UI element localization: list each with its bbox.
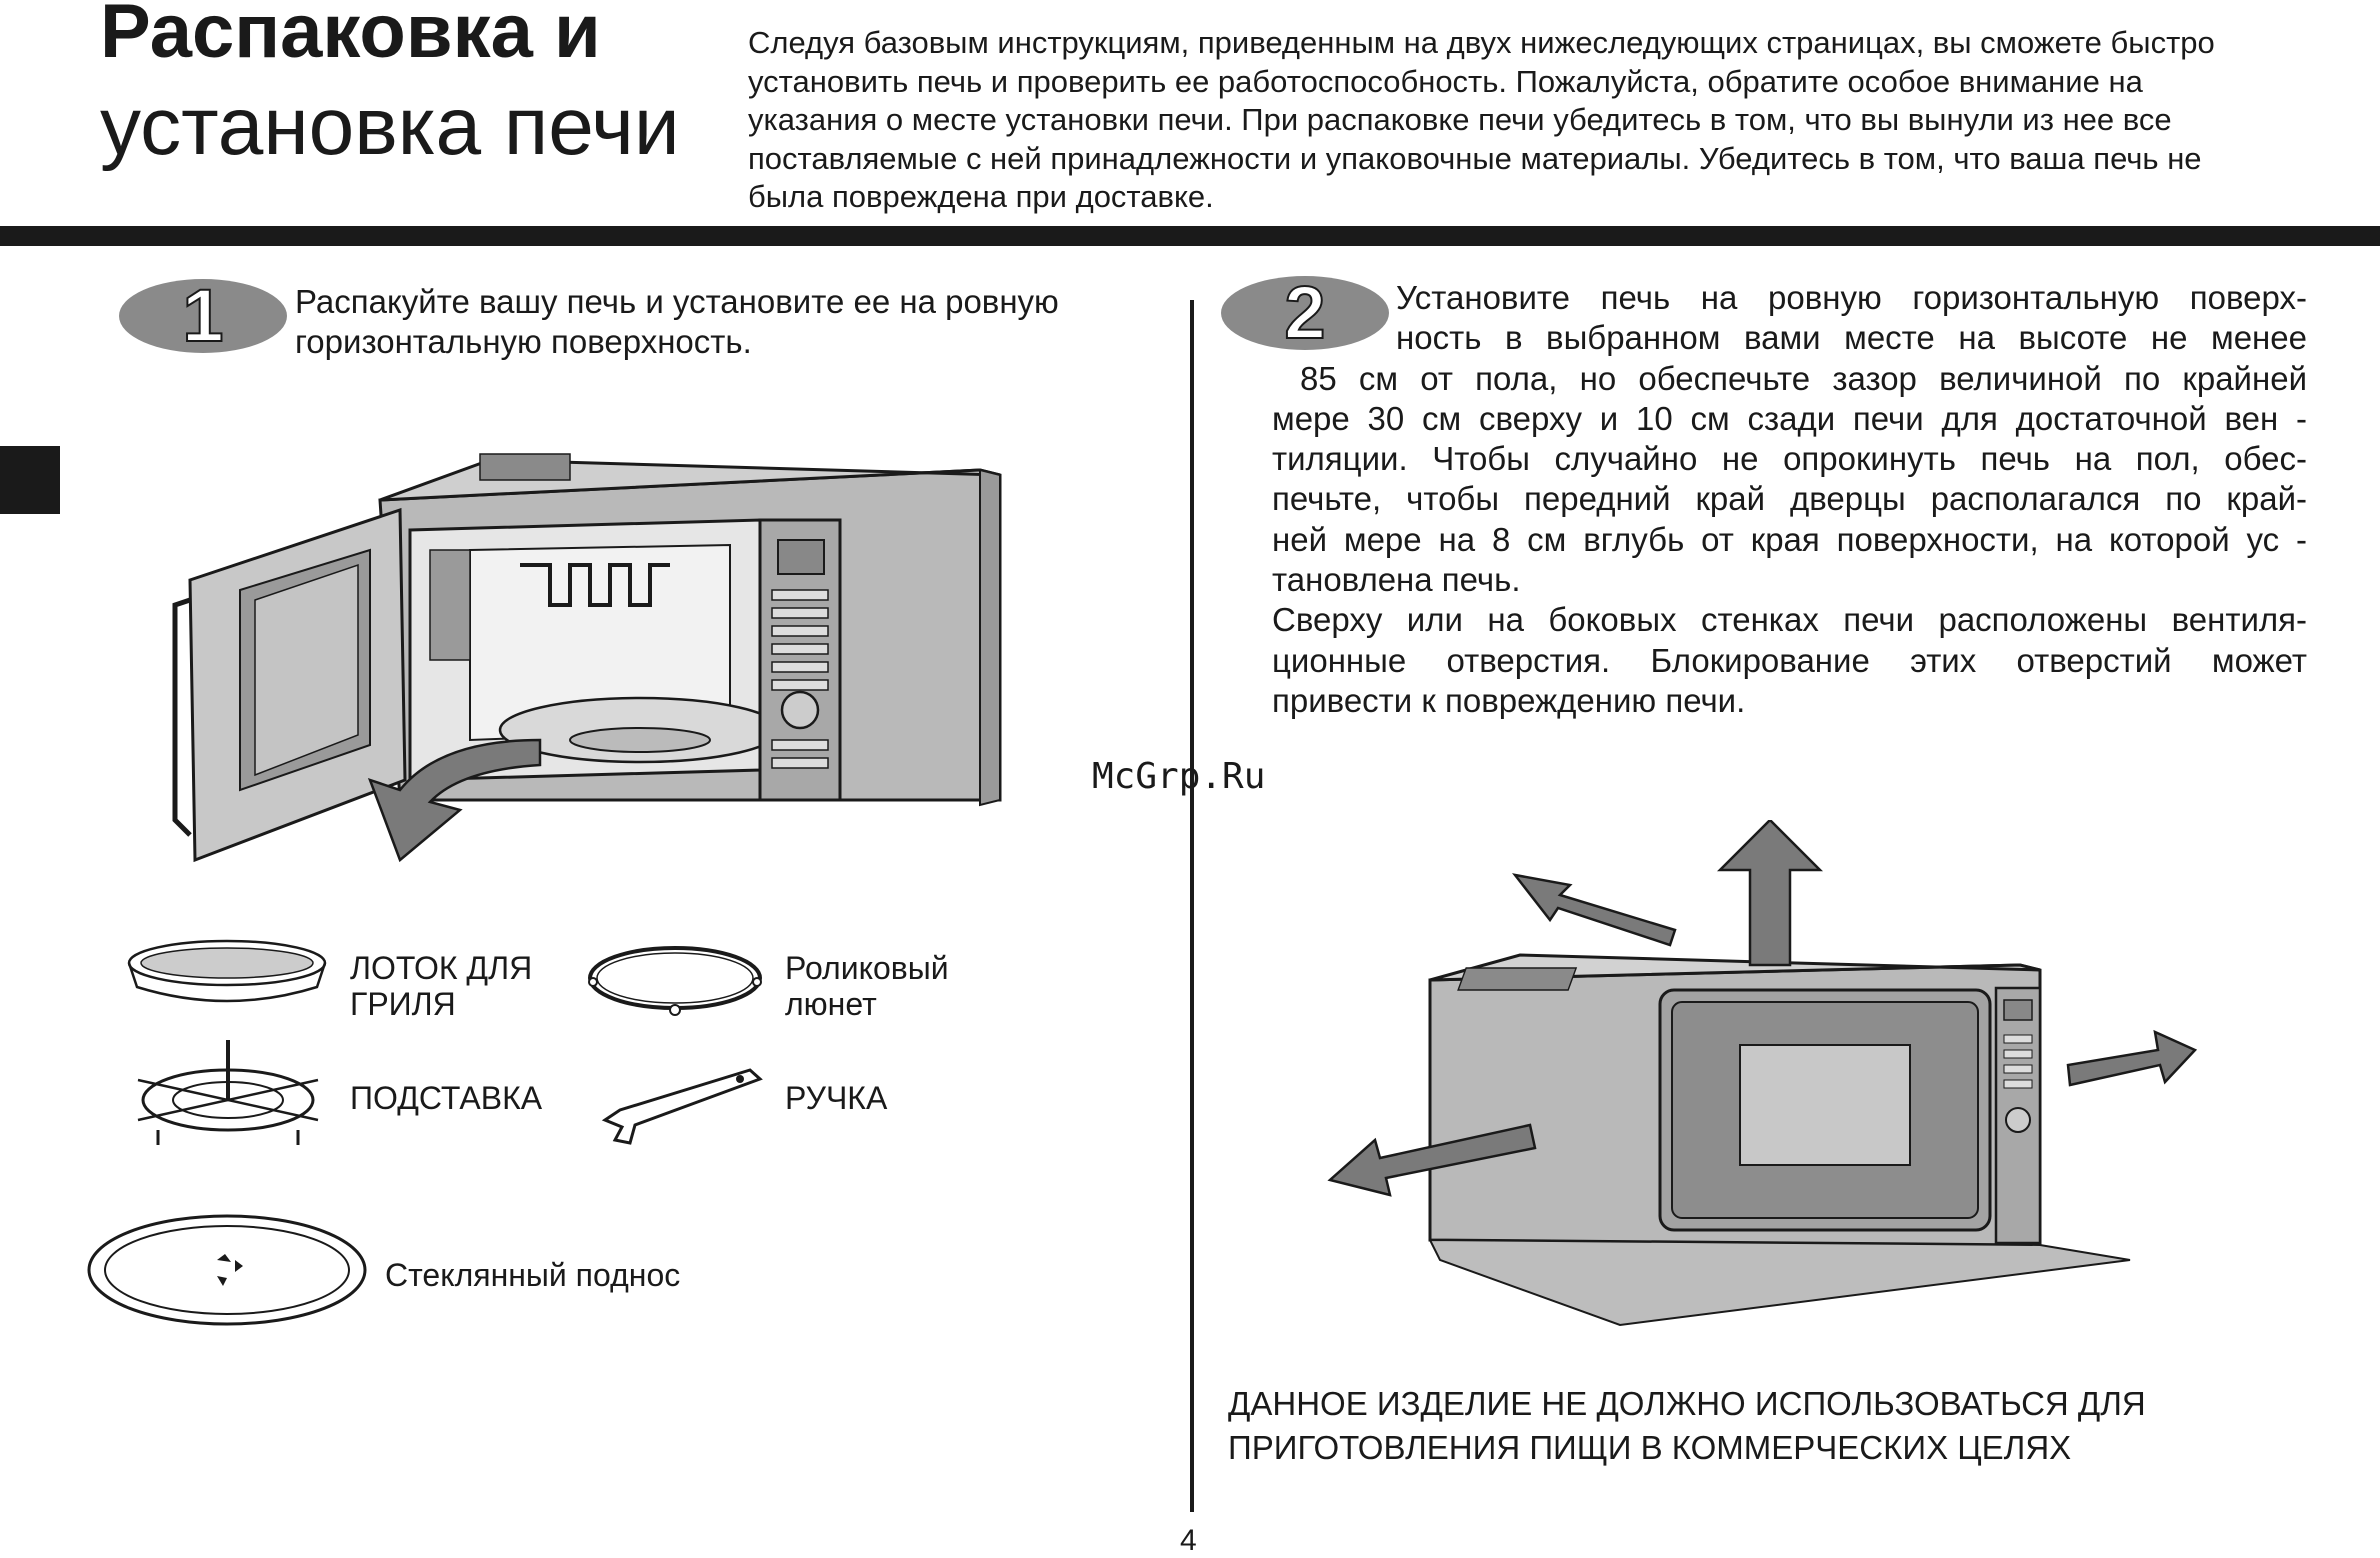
roller-ring-label-2: люнет — [785, 986, 877, 1022]
warning-line-1: ДАННОЕ ИЗДЕЛИЕ НЕ ДОЛЖНО ИСПОЛЬЗОВАТЬСЯ … — [1228, 1385, 2146, 1422]
handle-icon — [601, 1068, 763, 1145]
header-divider-bar — [0, 226, 2380, 246]
step-2-badge: 2 — [1221, 275, 1389, 351]
step-2-line: ционные отверстия. Блокирование этих отв… — [1272, 641, 2307, 679]
glass-tray-label: Стеклянный поднос — [385, 1257, 681, 1293]
grill-tray-label-1: ЛОТОК ДЛЯ — [350, 950, 533, 986]
step-1-number: 1 — [182, 278, 223, 354]
step-2-text: Установите печь на ровную горизонтальную… — [1272, 278, 2307, 721]
handle-label: РУЧКА — [785, 1080, 888, 1116]
ventilation-illustration — [1327, 820, 2198, 1327]
section-tab-marker — [0, 446, 60, 514]
step-2-line: ность в выбранном вами месте на высоте н… — [1396, 319, 2307, 357]
glass-tray-icon — [87, 1214, 367, 1326]
step-1-badge: 1 — [119, 278, 287, 354]
step-2-line: мере 30 см сверху и 10 см сзади печи для… — [1272, 399, 2307, 437]
grill-tray-label-2: ГРИЛЯ — [350, 986, 456, 1022]
step-2-line: Сверху или на боковых стенках печи распо… — [1272, 601, 2307, 639]
step-2-line: привести к повреждению печи. — [1272, 681, 1746, 719]
step-2-line: Установите печь на ровную горизонтальную… — [1396, 279, 2307, 316]
open-oven-illustration — [172, 453, 1002, 863]
roller-ring-label-1: Роликовый — [785, 950, 949, 986]
step-2-line: ней мере на 8 см вглубь от края поверхно… — [1272, 520, 2307, 558]
step-2-number: 2 — [1284, 275, 1325, 351]
step-2-line: 85 см от пола, но обеспечьте зазор велич… — [1300, 359, 2307, 397]
step-2-line: печьте, чтобы передний край дверцы распо… — [1272, 480, 2307, 518]
step-2-line: тиляции. Чтобы случайно не опрокинуть пе… — [1272, 440, 2307, 478]
page-number: 4 — [1180, 1524, 1197, 1557]
page-title-line1: Распаковка и — [100, 0, 601, 74]
grill-tray-icon — [127, 939, 327, 1003]
step-1-text: Распакуйте вашу печь и установите ее на … — [295, 283, 1059, 360]
commercial-use-warning: ДАННОЕ ИЗДЕЛИЕ НЕ ДОЛЖНО ИСПОЛЬЗОВАТЬСЯ … — [1228, 1382, 2328, 1470]
stand-icon — [137, 1040, 319, 1145]
roller-ring-icon — [588, 946, 762, 1016]
page-title-line2: установка печи — [100, 81, 680, 172]
stand-label: ПОДСТАВКА — [350, 1080, 543, 1116]
warning-line-2: ПРИГОТОВЛЕНИЯ ПИЩИ В КОММЕРЧЕСКИХ ЦЕЛЯХ — [1228, 1429, 2072, 1466]
column-divider — [1190, 300, 1194, 1512]
step-2-line: тановлена печь. — [1272, 561, 1521, 599]
watermark: McGrp.Ru — [1092, 756, 1266, 797]
intro-paragraph: Следуя базовым инструкциям, приведенным … — [748, 25, 2215, 214]
